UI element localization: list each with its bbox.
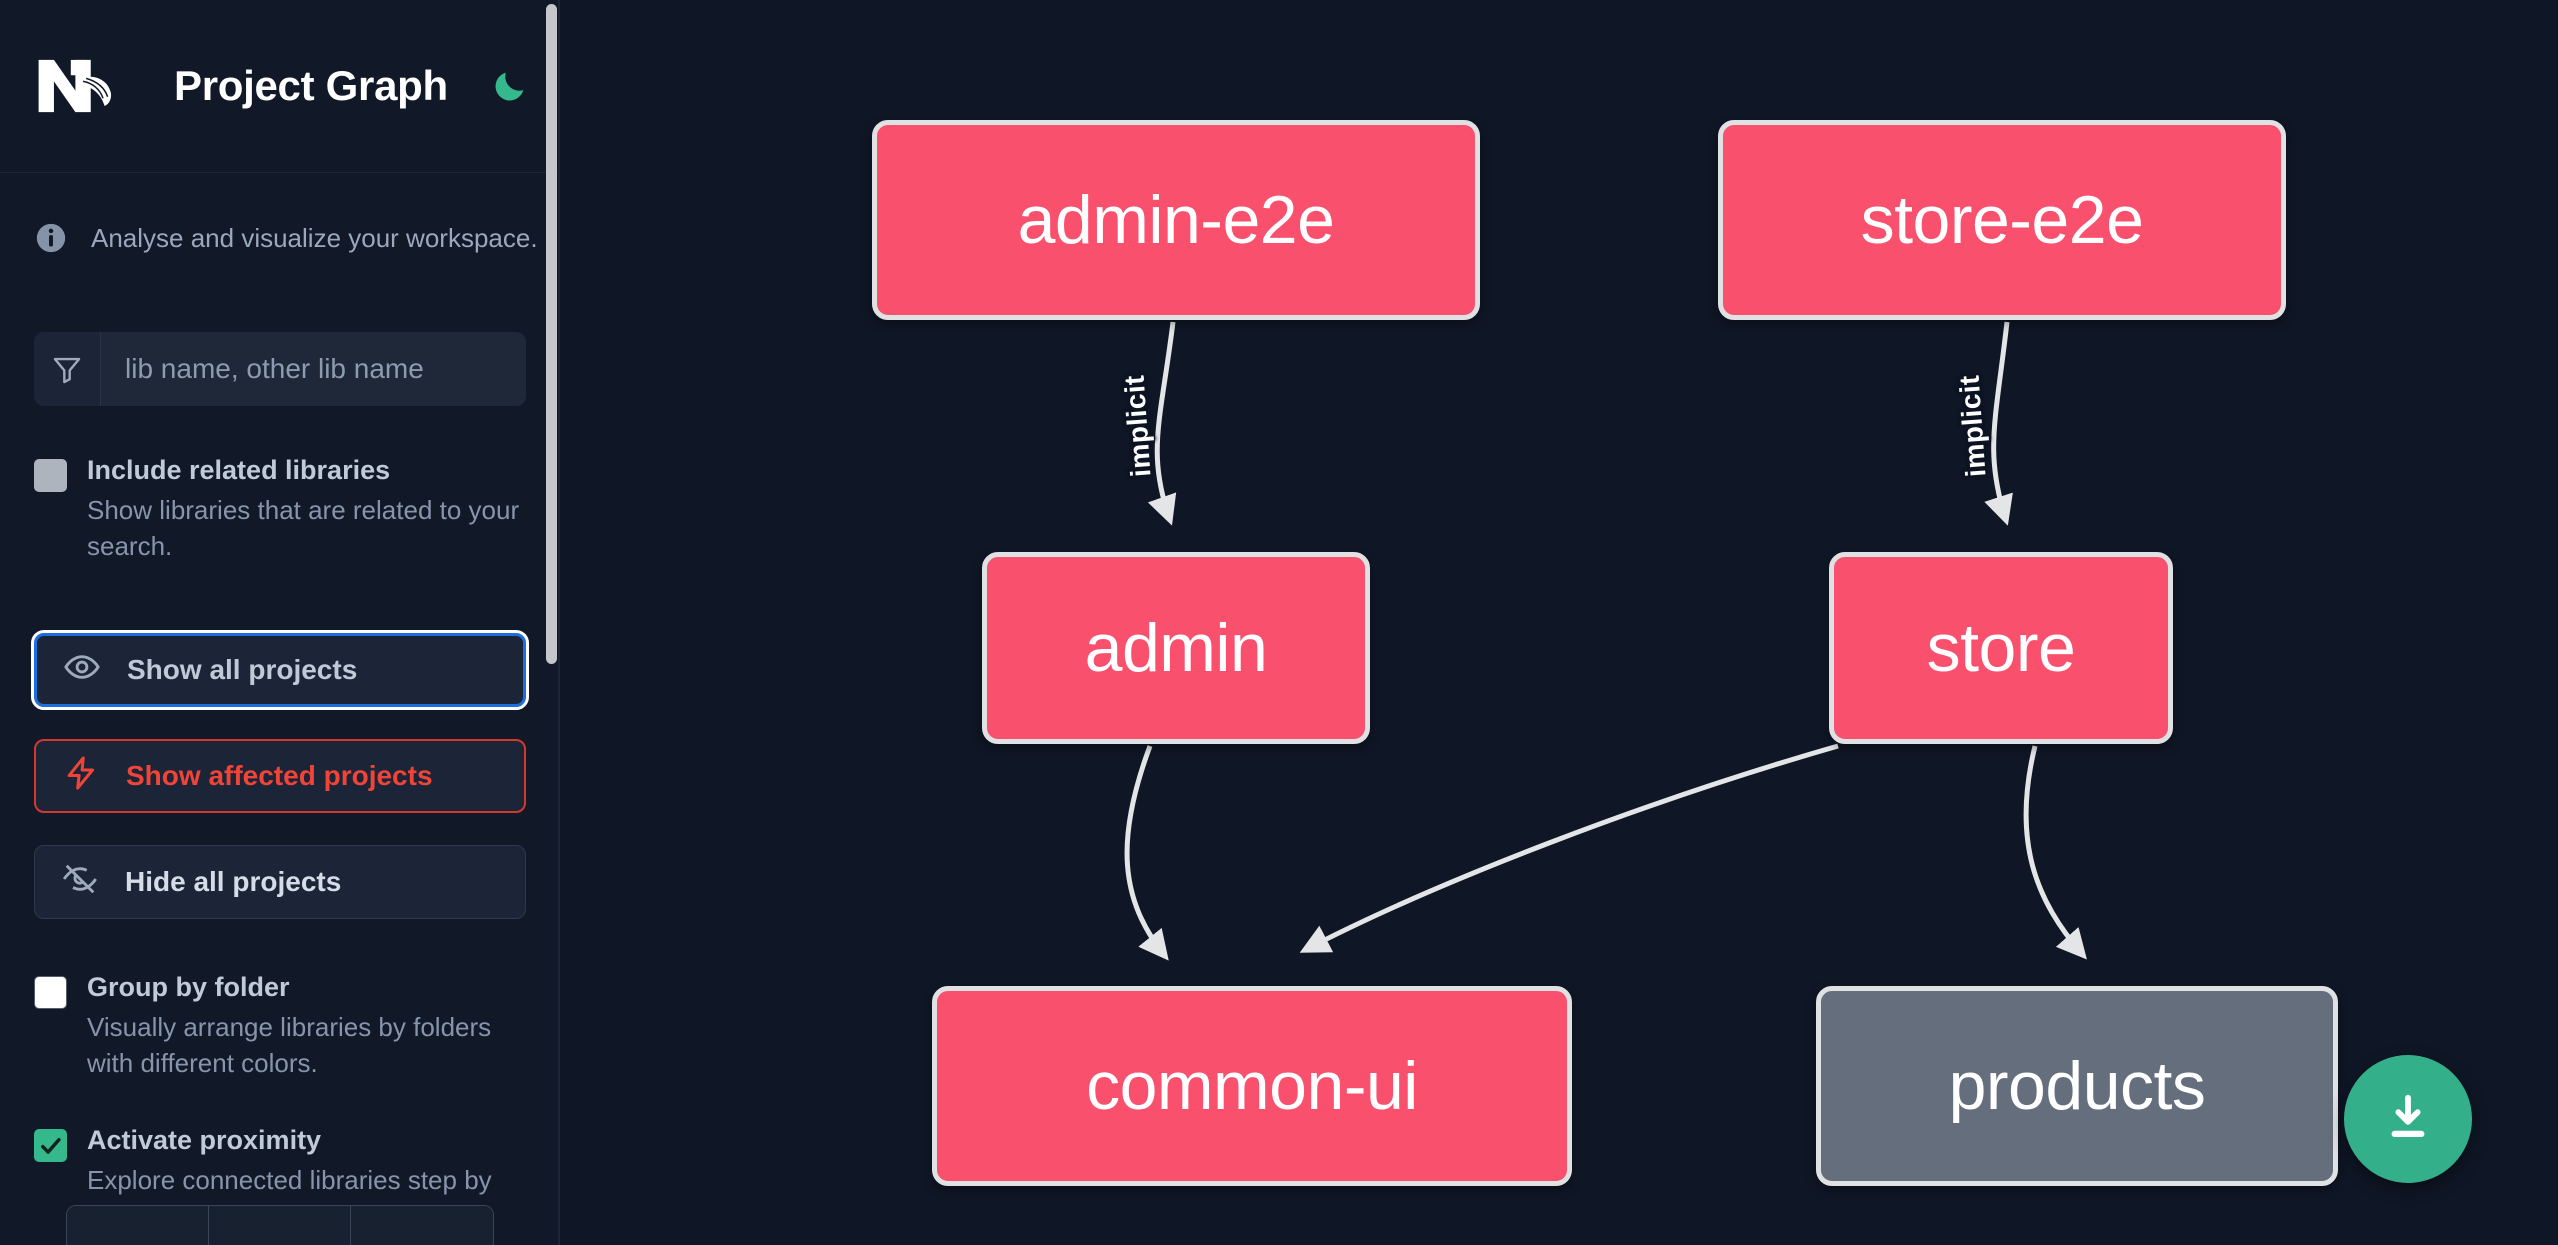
graph-node-admin-e2e-label: admin-e2e (1017, 182, 1335, 258)
eye-icon (63, 648, 101, 691)
show-all-projects-label: Show all projects (127, 653, 358, 685)
filter-row (34, 332, 526, 406)
graph-node-store-e2e-label: store-e2e (1860, 182, 2144, 258)
funnel-icon (34, 332, 101, 406)
edge-store-to-common-ui (1299, 743, 1839, 953)
show-all-projects-button[interactable]: Show all projects (31, 629, 529, 710)
search-input[interactable] (101, 332, 526, 406)
eye-off-icon (61, 860, 99, 903)
hide-all-projects-button[interactable]: Hide all projects (34, 844, 526, 919)
checkbox-include-related-libraries-box[interactable] (34, 459, 67, 492)
checkbox-group-by-folder-label: Group by folder (87, 971, 290, 1002)
edge-store-e2e-to-store (1984, 321, 2013, 526)
sidebar-divider (558, 0, 560, 1245)
nx-logo-icon (34, 55, 126, 117)
graph-node-store-e2e[interactable]: store-e2e (1718, 120, 2286, 320)
checkbox-activate-proximity-label: Activate proximity (87, 1125, 322, 1156)
show-affected-projects-button[interactable]: Show affected projects (34, 738, 526, 813)
sidebar-scrollbar-thumb[interactable] (546, 4, 557, 664)
proximity-stepper-increase[interactable] (351, 1206, 493, 1245)
checkbox-include-related-libraries-description: Show libraries that are related to your … (87, 494, 520, 561)
proximity-stepper-control[interactable] (66, 1205, 494, 1245)
graph-node-common-ui[interactable]: common-ui (932, 986, 1572, 1186)
graph-edges (1124, 321, 2087, 961)
graph-node-products-label: products (1948, 1048, 2206, 1124)
page-title: Project Graph (174, 62, 448, 109)
graph-node-store[interactable]: store (1829, 552, 2173, 744)
proximity-stepper-decrease[interactable] (67, 1206, 209, 1245)
info-icon (34, 221, 68, 255)
graph-node-store-label: store (1926, 610, 2076, 686)
download-image-button[interactable] (2344, 1055, 2472, 1183)
graph-node-common-ui-label: common-ui (1086, 1048, 1418, 1124)
checkbox-include-related-libraries-label: Include related libraries (87, 455, 391, 485)
graph-node-admin-e2e[interactable]: admin-e2e (872, 120, 1480, 320)
lightning-bolt-icon (62, 754, 100, 797)
moon-icon[interactable] (490, 63, 530, 109)
proximity-stepper-value (209, 1206, 351, 1245)
graph-node-admin-label: admin (1084, 610, 1268, 686)
sidebar-header: Project Graph (0, 0, 560, 173)
checkbox-group-by-folder-box[interactable] (34, 975, 67, 1009)
tagline: Analyse and visualize your workspace. (0, 173, 560, 255)
tagline-text: Analyse and visualize your workspace. (91, 222, 538, 253)
edge-admin-e2e-to-admin (1147, 321, 1177, 526)
graph-canvas[interactable]: admin-e2e store-e2e admin store common-u… (560, 0, 2558, 1245)
checkbox-include-related-libraries[interactable]: Include related libraries Show libraries… (34, 454, 526, 565)
show-affected-projects-label: Show affected projects (126, 759, 433, 791)
edge-admin-to-common-ui (1124, 745, 1169, 961)
checkbox-group-by-folder-description: Visually arrange libraries by folders wi… (87, 1011, 492, 1078)
checkbox-group-by-folder[interactable]: Group by folder Visually arrange librari… (34, 971, 526, 1082)
download-icon (2379, 1088, 2437, 1151)
hide-all-projects-label: Hide all projects (125, 865, 342, 897)
checkbox-activate-proximity-box[interactable] (34, 1129, 67, 1163)
sidebar: Project Graph Analyse and visualize your… (0, 0, 560, 1245)
graph-node-admin[interactable]: admin (982, 552, 1370, 744)
edge-store-to-products (2023, 745, 2087, 960)
graph-node-products[interactable]: products (1816, 986, 2338, 1186)
sidebar-scrollbar[interactable] (544, 0, 560, 1245)
